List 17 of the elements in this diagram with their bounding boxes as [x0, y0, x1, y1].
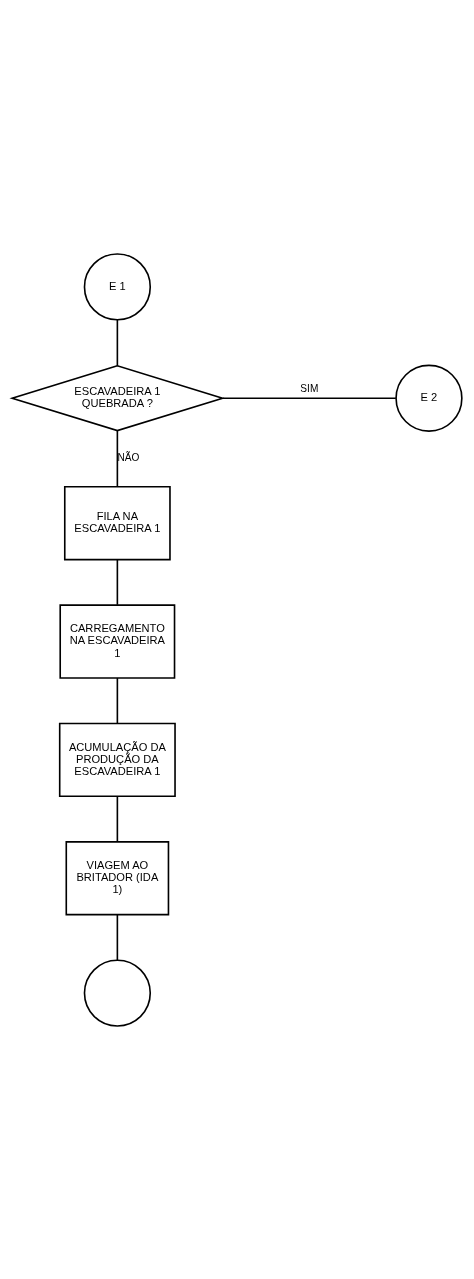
connector	[222, 396, 397, 399]
edge-label: NÃO	[117, 451, 140, 463]
node-circle: E 1	[83, 252, 152, 321]
node-box: ACUMULAÇÃO DA PRODUÇÃO DA ESCAVADEIRA 1	[58, 722, 176, 797]
connector	[116, 558, 119, 606]
connector	[116, 913, 119, 961]
node-diamond: ESCAVADEIRA 1 QUEBRADA ?	[9, 364, 226, 431]
connector	[116, 795, 119, 842]
node-circle	[83, 958, 152, 1027]
connector	[116, 429, 119, 487]
node-box: CARREGAMENTO NA ESCAVADEIRA 1	[59, 603, 176, 679]
node-box: FILA NA ESCAVADEIRA 1	[63, 485, 171, 560]
connector	[116, 676, 119, 724]
edge-label: SIM	[300, 382, 319, 394]
node-box: VIAGEM AO BRITADOR (IDA 1)	[65, 840, 170, 915]
connector	[116, 318, 119, 367]
node-circle: E 2	[395, 364, 463, 432]
